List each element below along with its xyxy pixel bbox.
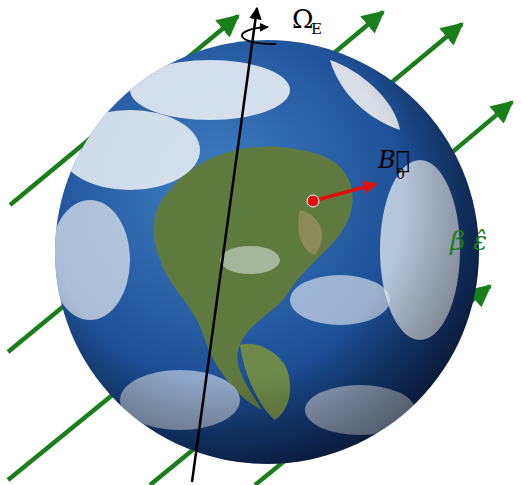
field-vector xyxy=(307,184,376,207)
field-lines xyxy=(8,12,512,485)
vector-b-subscript: 0 xyxy=(396,167,405,181)
omega-subscript: E xyxy=(311,22,322,37)
vector-b-symbol: B⃗ xyxy=(378,148,410,172)
omega-symbol: Ω xyxy=(292,6,314,32)
earth-globe xyxy=(50,40,479,464)
rotation-axis xyxy=(192,8,276,482)
field-direction-label: β ε̂ xyxy=(450,228,487,254)
